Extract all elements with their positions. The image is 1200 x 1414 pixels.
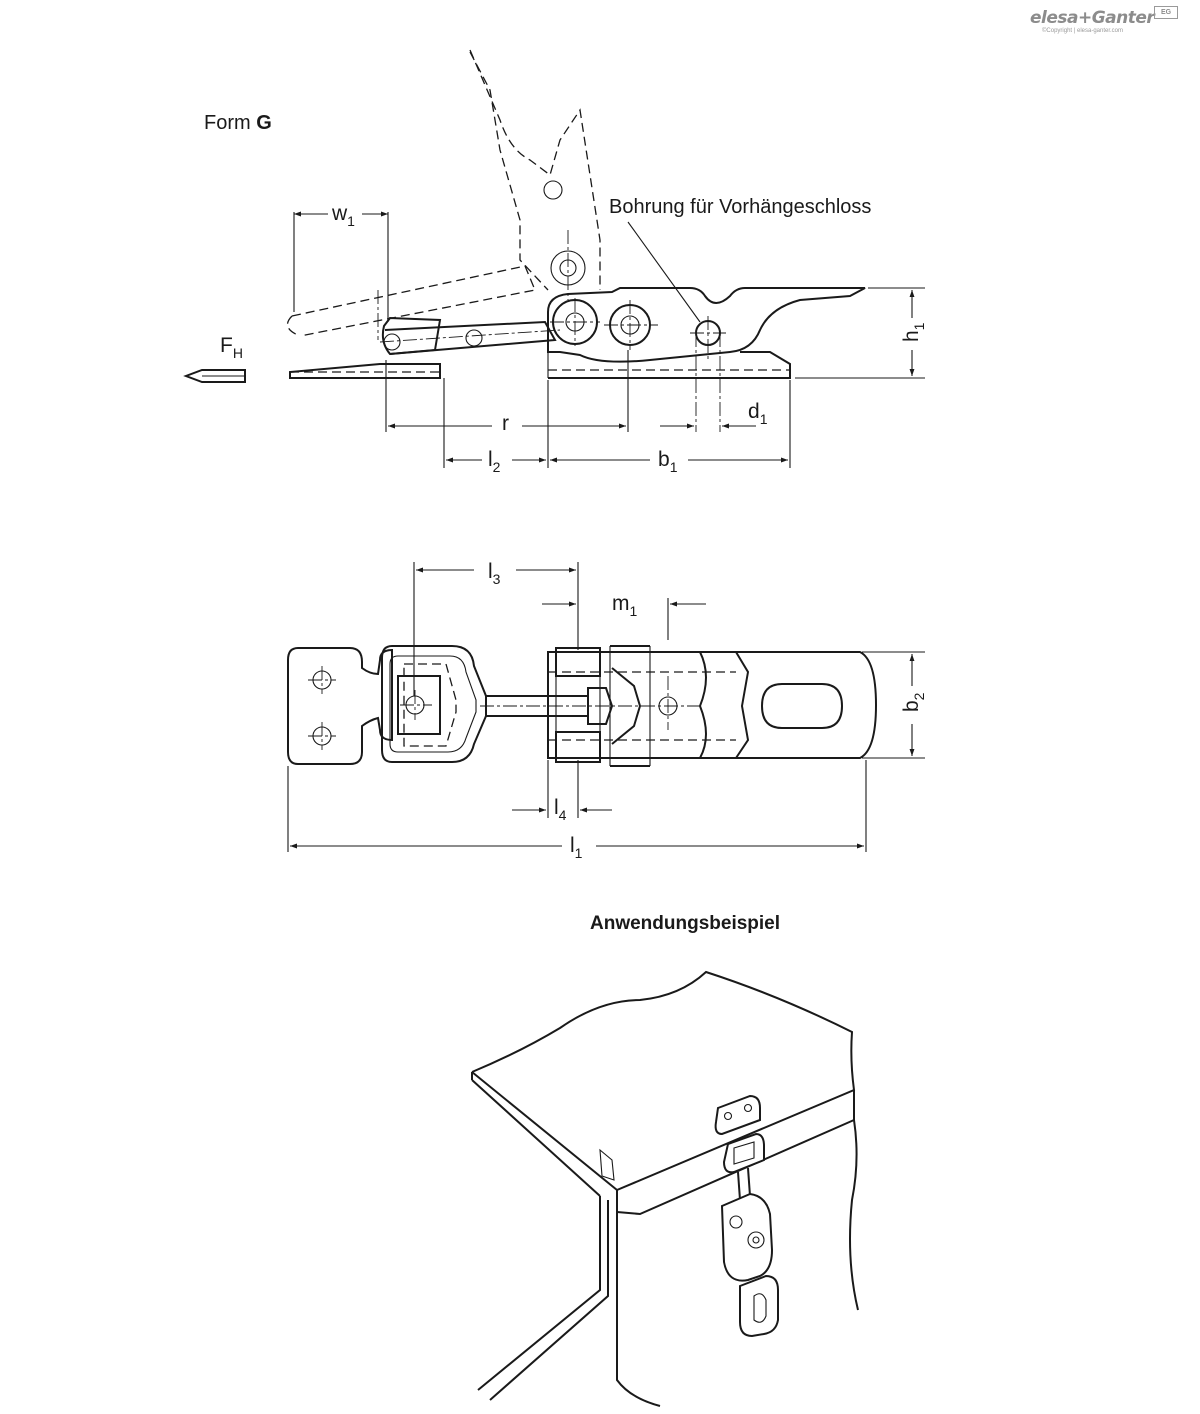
form-label-prefix: Form: [204, 112, 251, 134]
dim-l4-sub: 4: [558, 807, 567, 823]
dim-w1-symbol: w: [332, 202, 348, 225]
dim-l2-symbol: l: [488, 448, 493, 471]
brand-logo: elesa+Ganter ©Copyright | elesa-ganter.c…: [1030, 6, 1180, 44]
brand-badge: EG: [1154, 6, 1178, 19]
brand-logo-text: elesa+Ganter: [1030, 8, 1155, 28]
dim-b1-symbol: b: [658, 448, 670, 471]
dim-l3: l3: [488, 560, 500, 587]
dim-b2: b2: [900, 693, 927, 712]
dim-w1: w1: [332, 202, 355, 229]
dim-m1-symbol: m: [612, 592, 630, 615]
dim-b2-symbol: b: [900, 700, 923, 712]
dim-l3-symbol: l: [488, 560, 493, 583]
dim-l2-sub: 2: [492, 459, 501, 475]
dim-b1-sub: 1: [669, 459, 678, 475]
dim-l1-symbol: l: [570, 834, 575, 857]
form-label: Form G: [204, 112, 272, 135]
dim-m1-sub: 1: [629, 603, 638, 619]
application-example-drawing: [471, 970, 859, 1407]
force-fh: FH: [220, 334, 243, 361]
brand-copyright: ©Copyright | elesa-ganter.com: [1042, 28, 1124, 34]
dim-h1-sub: 1: [911, 322, 927, 331]
force-fh-sub: H: [232, 345, 243, 361]
dim-b2-sub: 2: [911, 692, 927, 701]
dim-l4-symbol: l: [554, 796, 559, 819]
dim-h1-symbol: h: [900, 330, 923, 342]
dim-m1: m1: [612, 592, 637, 619]
application-example-heading: Anwendungsbeispiel: [590, 913, 781, 934]
dim-h1: h1: [900, 323, 927, 342]
form-letter: G: [256, 112, 272, 134]
side-view-drawing: [183, 49, 925, 468]
dim-l4: l4: [554, 796, 566, 823]
dim-r-symbol: r: [502, 412, 509, 435]
dim-w1-sub: 1: [347, 213, 355, 229]
dim-l1: l1: [570, 834, 582, 861]
dim-r: r: [502, 412, 509, 436]
dim-d1-sub: 1: [759, 411, 768, 427]
top-view-drawing: [287, 562, 925, 852]
dim-b1: b1: [658, 448, 677, 475]
dim-l3-sub: 3: [492, 571, 501, 587]
dim-l1-sub: 1: [574, 845, 583, 861]
padlock-hole-callout: Bohrung für Vorhängeschloss: [609, 196, 872, 218]
dim-d1-symbol: d: [748, 400, 760, 423]
dim-d1: d1: [748, 400, 767, 427]
dim-l2: l2: [488, 448, 500, 475]
force-fh-symbol: F: [220, 334, 233, 357]
